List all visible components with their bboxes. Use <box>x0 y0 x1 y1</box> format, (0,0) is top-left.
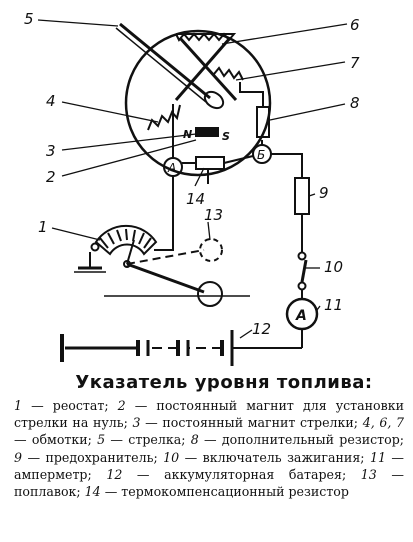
fuse <box>294 177 310 215</box>
pointer-needle <box>119 22 211 100</box>
legend-item: 12 — аккумуляторная батарея; <box>106 466 361 482</box>
caption-title: Указатель уровня топлива: <box>75 372 373 393</box>
legend-item: 11 — амперметр; <box>14 449 404 482</box>
label-11: 11 <box>324 296 343 314</box>
legend: 1 — реостат; 2 — постоянный магнит для у… <box>14 397 404 500</box>
label-13: 13 <box>204 206 223 224</box>
terminal-b-letter: Б <box>257 148 265 162</box>
legend-item: 10 — включатель зажигания; <box>163 449 370 465</box>
figure-caption: Указатель уровня топлива: 1 — реостат; 2… <box>14 372 404 500</box>
label-6: 6 <box>350 16 360 34</box>
label-4: 4 <box>46 92 56 110</box>
label-9: 9 <box>319 184 329 202</box>
coil-6 <box>175 32 237 42</box>
label-1: 1 <box>38 218 48 236</box>
label-5: 5 <box>24 10 34 28</box>
zero-magnet <box>195 127 219 137</box>
fuel-gauge-schematic: N S А Б A 5 6 7 8 4 3 2 14 9 1 13 10 11 … <box>24 10 360 366</box>
pole-s: S <box>222 130 230 143</box>
label-2: 2 <box>46 168 56 186</box>
ammeter-letter: A <box>295 308 307 324</box>
legend-item: 9 — предохранитель; <box>14 449 164 465</box>
legend-item: 14 — термокомпенсационный резистор <box>84 484 349 500</box>
label-10: 10 <box>324 258 343 276</box>
coil-7 <box>213 66 244 81</box>
label-7: 7 <box>350 54 360 72</box>
legend-item: 5 — стрелка; <box>97 432 191 448</box>
thermo-resistor <box>195 156 225 170</box>
label-3: 3 <box>46 142 56 160</box>
ignition-switch <box>300 259 308 283</box>
legend-item: 1 — реостат; <box>14 398 118 413</box>
terminal-a-letter: А <box>167 161 176 175</box>
legend-item: 2 — постоянный магнит для установки стре… <box>14 398 404 431</box>
label-12: 12 <box>252 320 271 338</box>
legend-item: 4, 6, 7 — обмотки; <box>14 415 404 448</box>
label-14: 14 <box>186 190 205 208</box>
legend-item: 13 — поплавок; <box>14 466 404 500</box>
legend-item: 8 — дополнительный резистор; <box>190 432 404 448</box>
label-8: 8 <box>350 94 360 112</box>
float <box>197 281 223 307</box>
coil-4 <box>147 104 181 131</box>
gauge-housing <box>124 29 272 177</box>
float-dashed <box>199 238 223 262</box>
legend-item: 3 — постоянный магнит стрелки; <box>132 415 363 431</box>
rheostat <box>94 224 158 256</box>
